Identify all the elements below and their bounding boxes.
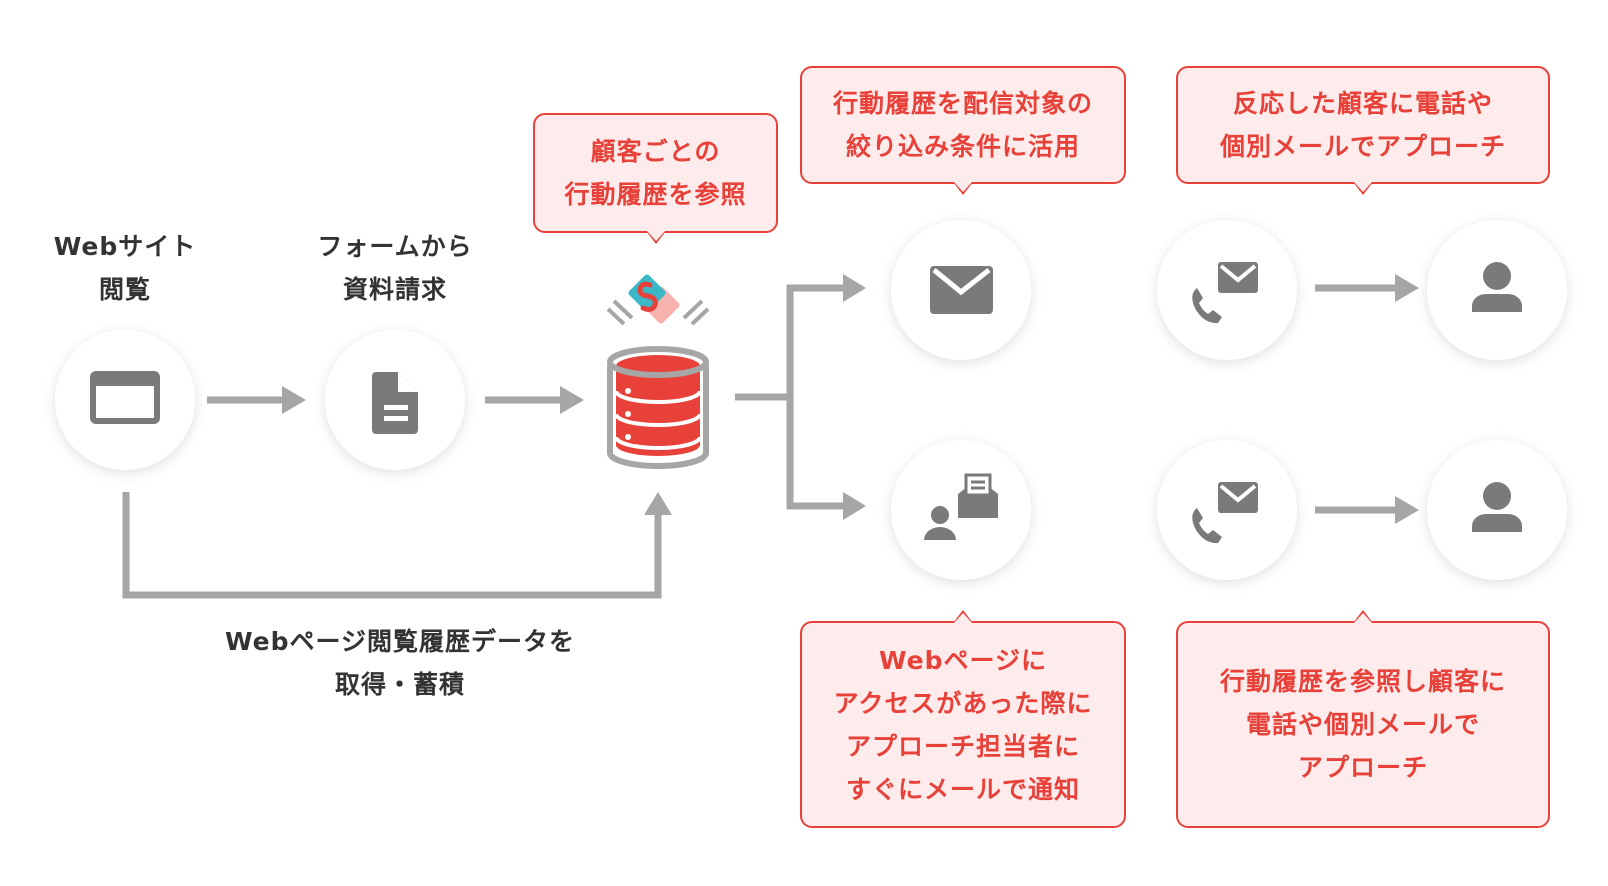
phone-mail-icon: [1192, 482, 1258, 544]
person-icon: [1472, 262, 1522, 312]
label-history-capture: Webページ閲覧履歴データを 取得・蓄積: [224, 627, 576, 699]
callout-approach-history: 行動履歴を参照し顧客に 電話や個別メールで アプローチ: [1176, 621, 1550, 828]
node-person-bottom: [1427, 440, 1567, 580]
callout-approach-reacted: 反応した顧客に電話や 個別メールでアプローチ: [1176, 66, 1550, 184]
node-phone-mail-top: [1157, 220, 1297, 360]
callout-filter-delivery: 行動履歴を配信対象の 絞り込み条件に活用: [800, 66, 1126, 184]
brand-logo-icon: [606, 274, 710, 326]
document-icon: [372, 372, 418, 434]
browser-window-icon: [90, 371, 160, 424]
database-icon: [607, 346, 709, 469]
node-web-visit: [55, 330, 195, 470]
node-access-notification: [891, 440, 1031, 580]
history-return-path: [122, 492, 662, 599]
connectors: [122, 284, 1395, 599]
label-form-request: フォームから 資料請求: [317, 232, 473, 304]
node-phone-mail-bottom: [1157, 440, 1297, 580]
phone-mail-icon: [1192, 262, 1258, 324]
node-form-request: [325, 330, 465, 470]
person-icon: [1472, 482, 1522, 532]
person-mail-notification-icon: [924, 473, 998, 540]
node-person-top: [1427, 220, 1567, 360]
arrowheads: [282, 274, 1419, 524]
node-mail-delivery: [891, 220, 1031, 360]
mail-icon: [930, 266, 993, 314]
callout-customer-history: 顧客ごとの 行動履歴を参照: [533, 113, 778, 233]
label-web-visit: Webサイト 閲覧: [53, 232, 197, 304]
callout-access-notify: Webページに アクセスがあった際に アプローチ担当者に すぐにメールで通知: [800, 621, 1126, 828]
